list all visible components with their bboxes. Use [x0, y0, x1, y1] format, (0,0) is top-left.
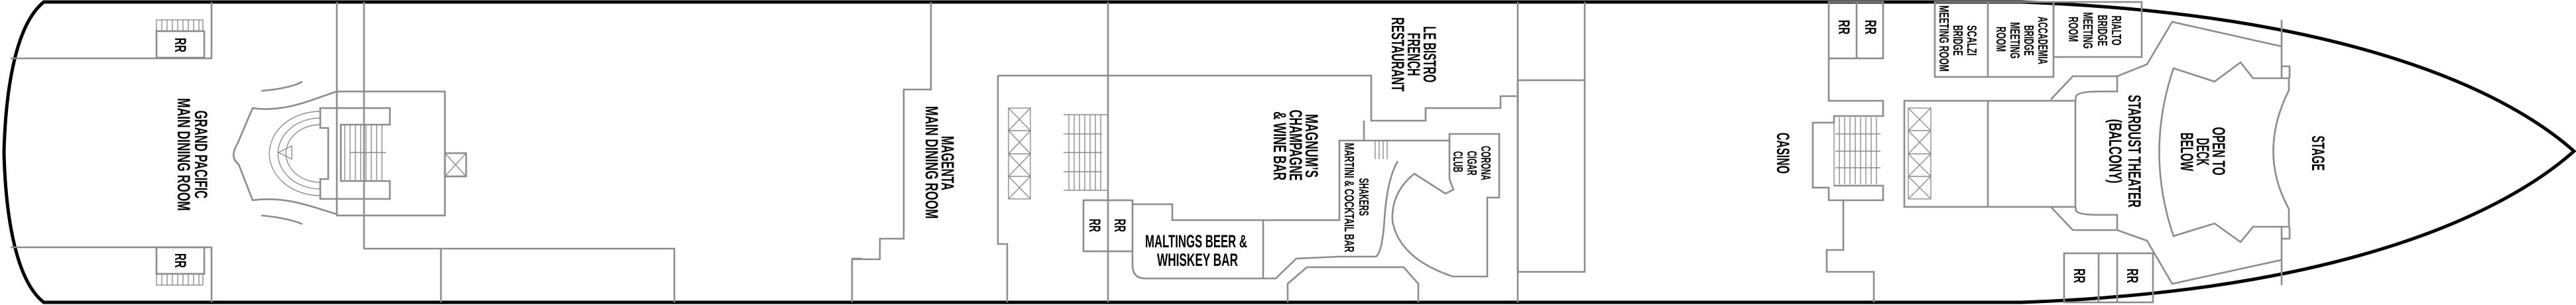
stairs-icon: [1833, 117, 1880, 186]
room-label: FRENCH: [1404, 33, 1424, 76]
room-label: OPEN TO: [2209, 127, 2229, 176]
room-label: MARTINI & COCKTAIL BAR: [1341, 143, 1356, 253]
room-label: (BALCONY): [2105, 119, 2125, 184]
room-label: RIALTO: [2109, 16, 2123, 46]
room-label: BELOW: [2177, 133, 2197, 171]
room-label: SHAKERS: [1356, 178, 1371, 216]
room-label: MALTINGS BEER &: [1145, 231, 1247, 251]
room-label: STAGE: [2308, 136, 2328, 171]
room-label: MAIN DINING ROOM: [922, 106, 942, 219]
restroom-label: RR: [2123, 269, 2141, 283]
room-label: MAGENTA: [938, 136, 957, 190]
room-label: CORONA: [1478, 146, 1493, 180]
room-label: GRAND PACIFIC: [191, 111, 211, 199]
restroom-label: RR: [171, 38, 189, 52]
forward-walls: [1583, 1, 2291, 304]
room-label: CIGAR: [1464, 151, 1479, 176]
room-label: MEETING: [2080, 13, 2095, 49]
room-label: MAIN DINING ROOM: [174, 98, 194, 211]
room-label: LE BISTRO: [1420, 27, 1440, 83]
room-label: MEETING: [2007, 23, 2022, 59]
room-label: BRIDGE: [2095, 15, 2109, 46]
room-label: ACCADEMIA: [2035, 17, 2050, 64]
room-label: & WINE BAR: [1270, 111, 1290, 180]
room-label: ROOM: [1993, 27, 2008, 52]
room-label: SCALZI: [1964, 25, 1979, 56]
grand-pacific-walls: [11, 2, 862, 302]
room-label: DECK: [2193, 138, 2213, 166]
room-label: CASINO: [1773, 133, 1793, 174]
room-label: WHISKEY BAR: [1157, 250, 1238, 270]
stairs-icon: [1064, 114, 1388, 191]
restroom-label: RR: [171, 253, 189, 268]
room-label: CHAMPAGNE: [1286, 110, 1306, 181]
restroom-label: RR: [1085, 219, 1103, 232]
room-label: CLUB: [1450, 151, 1465, 172]
room-label: BRIDGE: [1950, 25, 1965, 56]
midship-walls: [851, 2, 1586, 302]
restroom-label: RR: [1835, 20, 1853, 34]
room-label: MAGNUM’S: [1302, 114, 1321, 178]
room-label: RESTAURANT: [1388, 17, 1408, 91]
room-label: STARDUST THEATER: [2124, 95, 2144, 208]
room-label: BRIDGE: [2021, 25, 2036, 56]
restroom-label: RR: [2070, 269, 2088, 283]
room-label: MEETING ROOM: [1936, 5, 1951, 72]
restroom-label: RR: [1111, 219, 1129, 232]
stairs-icon: [156, 19, 386, 286]
room-label: ROOM: [2065, 17, 2080, 42]
restroom-label: RR: [1861, 20, 1879, 34]
